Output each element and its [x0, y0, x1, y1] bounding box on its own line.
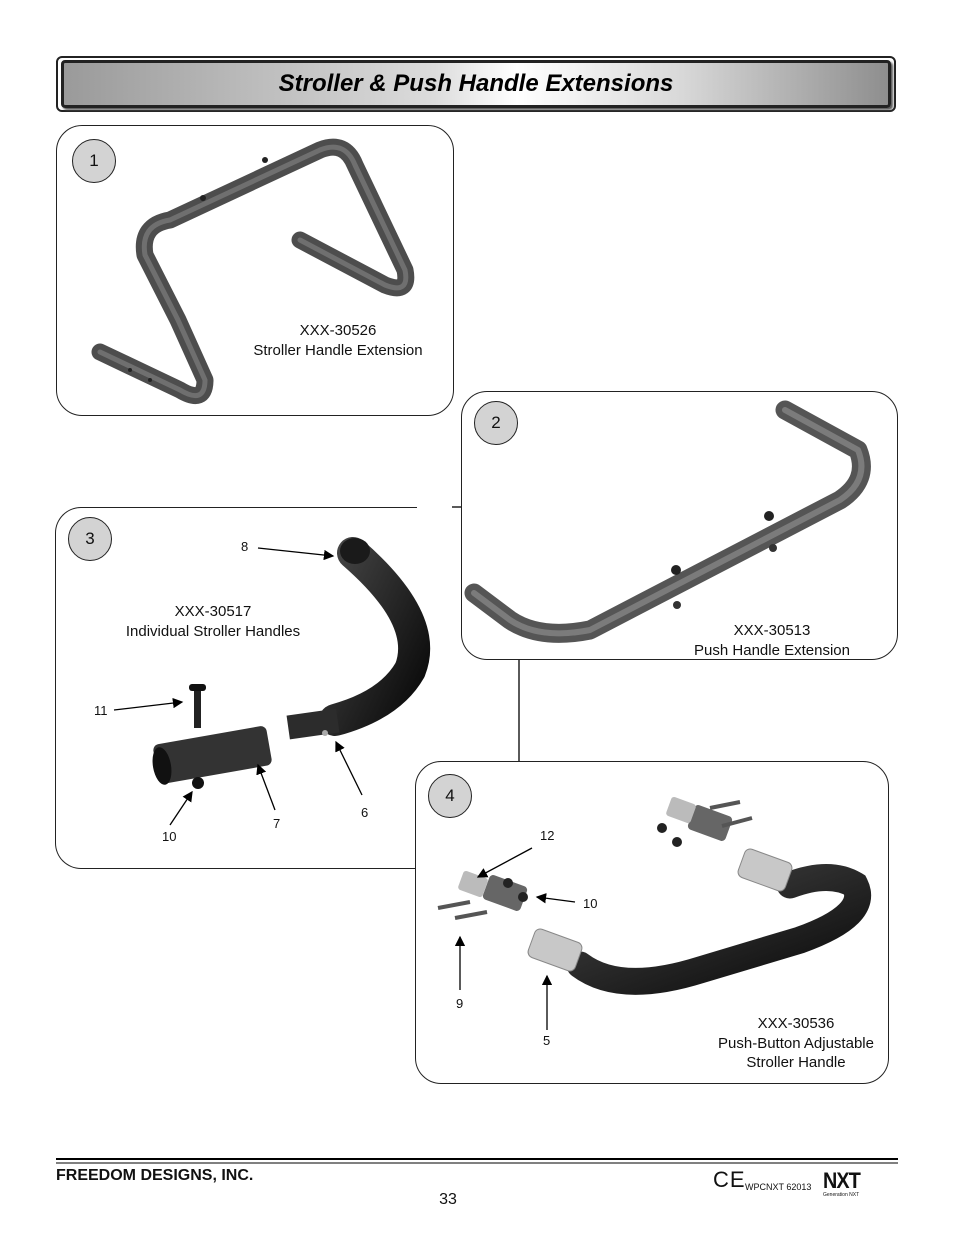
- panel-number-badge: 1: [72, 139, 116, 183]
- nxt-logo-text: NXT: [823, 1168, 861, 1193]
- panel-number-badge: 2: [474, 401, 518, 445]
- company-name: FREEDOM DESIGNS, INC.: [56, 1167, 254, 1184]
- part-name-line1: Push-Button Adjustable: [718, 1034, 874, 1052]
- page-title: Stroller & Push Handle Extensions: [278, 70, 674, 97]
- part-name-line2: Stroller Handle: [746, 1054, 846, 1071]
- document-code: WPCNXT 62013: [745, 1182, 812, 1192]
- callout-10: 10: [162, 829, 177, 844]
- part-name: Individual Stroller Handles: [125, 622, 301, 640]
- callout-10: 10: [583, 896, 598, 911]
- nxt-logo: NXT Generation NXT: [823, 1170, 869, 1204]
- part-label-4: XXX-30536 Push-Button Adjustable Strolle…: [696, 1014, 896, 1073]
- part-name: Push Handle Extension: [694, 641, 850, 659]
- part-number: XXX-30526: [299, 322, 377, 339]
- part-number: XXX-30513: [733, 622, 811, 639]
- part-label-2: XXX-30513 Push Handle Extension: [672, 621, 872, 660]
- callout-11: 11: [94, 703, 108, 718]
- callout-7: 7: [273, 816, 281, 831]
- callout-6: 6: [361, 805, 369, 820]
- callout-9: 9: [456, 996, 464, 1011]
- page-number: 33: [439, 1191, 457, 1208]
- callout-12: 12: [540, 828, 555, 843]
- title-bar: [61, 60, 891, 108]
- panel-number-badge: 4: [428, 774, 472, 818]
- nxt-logo-subtext: Generation NXT: [823, 1192, 860, 1198]
- part-label-3: XXX-30517 Individual Stroller Handles: [113, 602, 313, 641]
- part-number: XXX-30517: [174, 603, 252, 620]
- ce-mark-icon: CE: [713, 1167, 746, 1192]
- part-label-1: XXX-30526 Stroller Handle Extension: [238, 321, 438, 360]
- callout-5: 5: [543, 1033, 551, 1048]
- panel-number-badge: 3: [68, 517, 112, 561]
- part-number: XXX-30536: [757, 1015, 835, 1032]
- callout-8: 8: [241, 539, 249, 554]
- part-name: Stroller Handle Extension: [253, 341, 423, 359]
